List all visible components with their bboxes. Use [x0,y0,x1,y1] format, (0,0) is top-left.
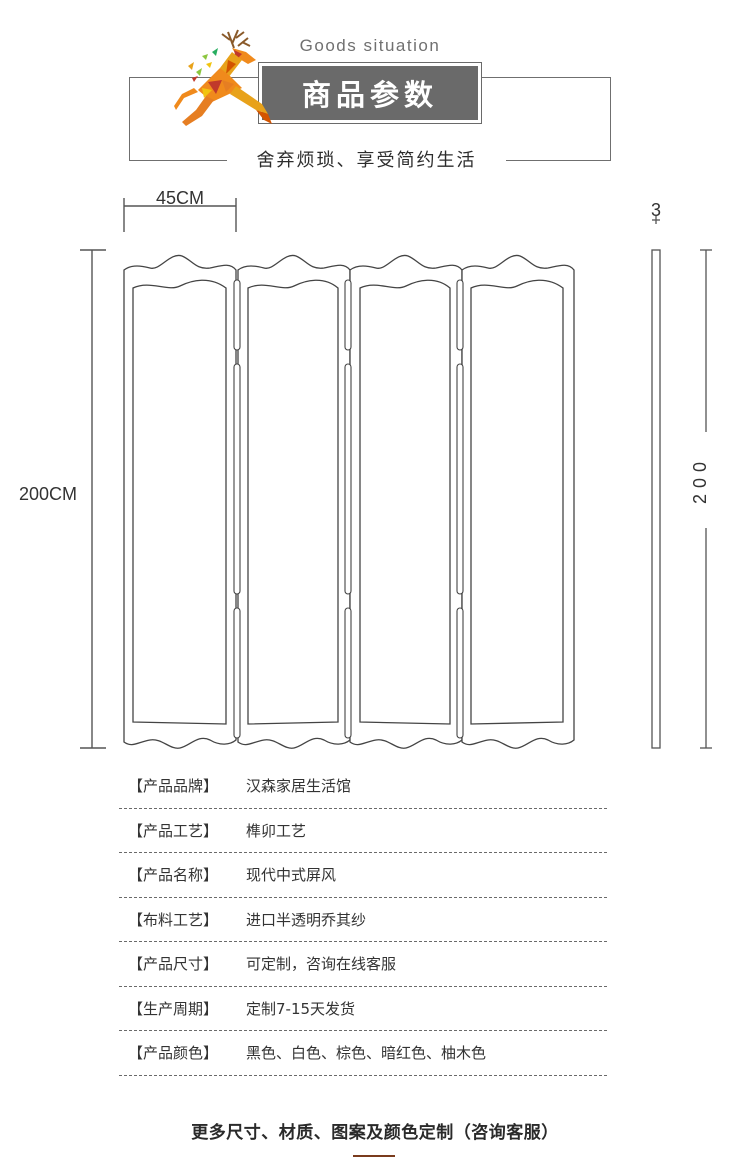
footer-note: 更多尺寸、材质、图案及颜色定制（咨询客服） [191,1123,559,1143]
param-value: 可定制，咨询在线客服 [246,955,397,974]
param-label: 【产品名称】 [128,866,219,885]
param-label: 【产品工艺】 [128,821,219,840]
param-label: 【布料工艺】 [128,910,219,929]
screen-panels [123,254,575,749]
param-label: 【产品尺寸】 [128,955,219,974]
header-tagline: 舍弃烦琐、享受简约生活 [227,146,506,172]
hinge-slots [233,279,464,739]
screen-panel-1 [123,254,237,749]
param-value: 黑色、白色、棕色、暗红色、柚木色 [246,1044,487,1063]
screen-panel-3 [349,254,463,749]
thickness-label: 3 [651,200,661,220]
deer-logo-icon [174,29,272,126]
param-value: 榫卯工艺 [246,821,307,840]
param-label: 【产品颜色】 [128,1044,219,1063]
header-frame-bottom-right [506,160,611,161]
screen-panel-4 [461,254,575,749]
params-table: 【产品品牌】 汉森家居生活馆 【产品工艺】 榫卯工艺 【产品名称】 现代中式屏风… [119,764,607,1076]
header-title-box: 商品参数 [258,62,482,124]
param-value: 汉森家居生活馆 [246,777,352,796]
side-height-label: 200 [690,456,710,504]
param-value: 定制7-15天发货 [246,999,356,1018]
param-row-craft: 【产品工艺】 榫卯工艺 [119,809,607,853]
side-profile [651,249,661,749]
param-row-brand: 【产品品牌】 汉森家居生活馆 [119,764,607,809]
side-view [651,216,712,749]
screen-dimension-drawing: 45CM 200CM 3 200 [19,188,712,749]
param-value: 现代中式屏风 [246,866,337,885]
param-row-size: 【产品尺寸】 可定制，咨询在线客服 [119,942,607,987]
param-row-name: 【产品名称】 现代中式屏风 [119,853,607,898]
param-row-color: 【产品颜色】 黑色、白色、棕色、暗红色、柚木色 [119,1031,607,1076]
param-row-fabric: 【布料工艺】 进口半透明乔其纱 [119,898,607,942]
param-value: 进口半透明乔其纱 [246,910,367,929]
param-label: 【产品品牌】 [128,777,219,796]
param-label: 【生产周期】 [128,999,219,1018]
height-label: 200CM [19,484,77,504]
header-frame-bottom-left [129,160,227,161]
screen-panel-2 [237,254,351,749]
header-subtitle-en: Goods situation [299,36,441,55]
width-label: 45CM [156,188,204,208]
page-title: 商品参数 [262,66,478,120]
param-row-cycle: 【生产周期】 定制7-15天发货 [119,987,607,1031]
footer-accent-bar [353,1155,395,1157]
